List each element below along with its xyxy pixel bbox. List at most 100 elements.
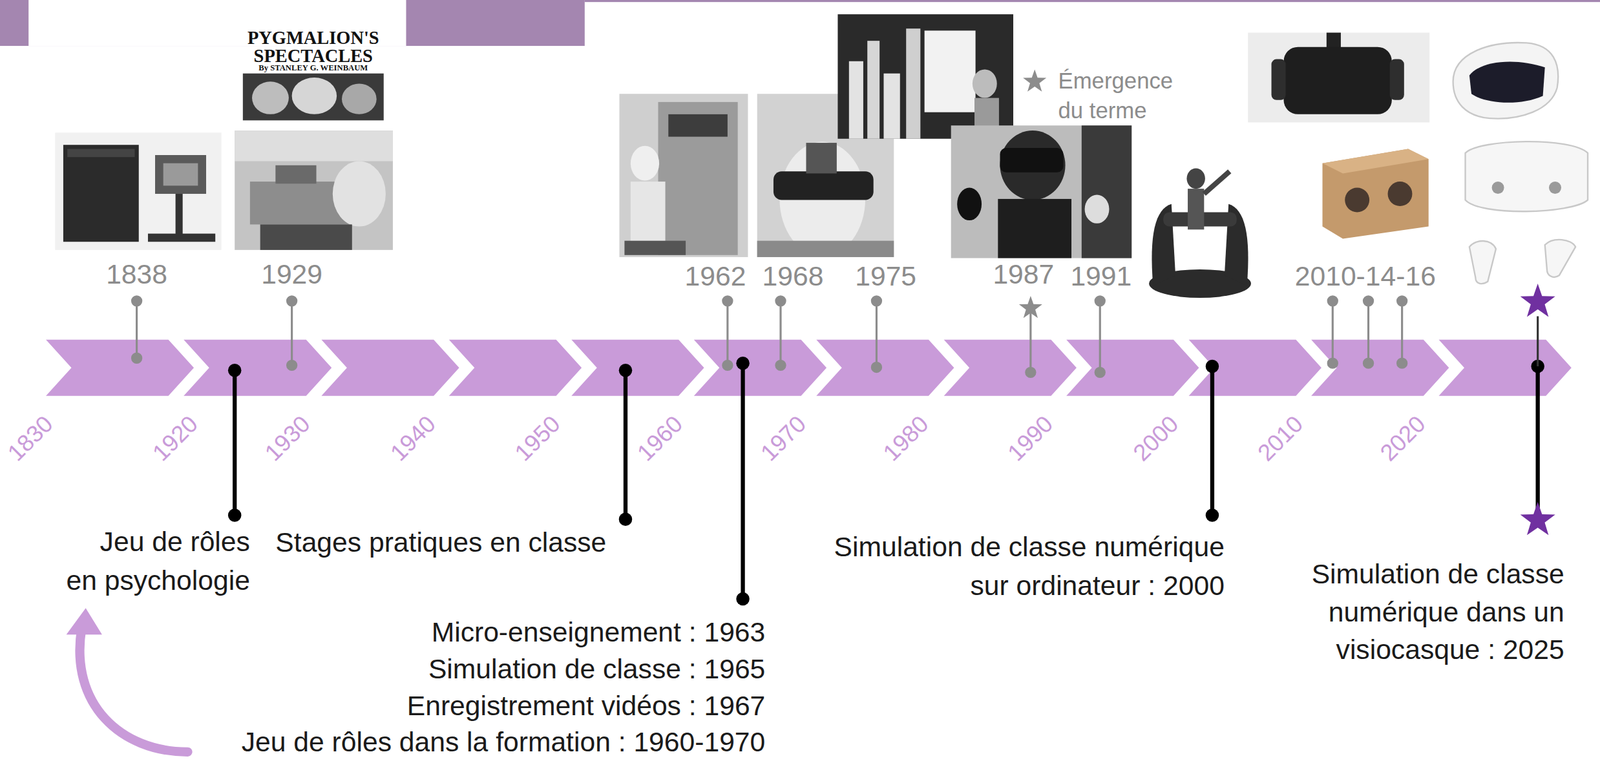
chevron bbox=[45, 339, 194, 397]
year-dot bbox=[131, 353, 141, 363]
milestone-dot bbox=[619, 363, 633, 378]
year-dot bbox=[287, 360, 297, 370]
year-dot bbox=[1397, 296, 1407, 306]
year-markers bbox=[131, 296, 1407, 378]
year-dot bbox=[776, 360, 786, 370]
chevron bbox=[449, 339, 582, 397]
year-dot bbox=[723, 360, 733, 370]
photo-object bbox=[630, 181, 666, 243]
year-label: 1962 bbox=[684, 262, 747, 293]
photo-object bbox=[67, 149, 135, 158]
photo-ground bbox=[951, 125, 1132, 258]
chevron bbox=[1066, 339, 1199, 397]
chevron bbox=[944, 339, 1077, 397]
chevron-band bbox=[45, 339, 1572, 397]
photo-object bbox=[1271, 59, 1286, 101]
year-dot bbox=[1095, 296, 1105, 306]
photo-ground bbox=[54, 132, 222, 251]
photo-object bbox=[1203, 171, 1230, 194]
star-symbol bbox=[1022, 69, 1047, 92]
photo-object bbox=[1389, 59, 1405, 101]
year-tick bbox=[1331, 301, 1334, 364]
cover-title: PYGMALION'S SPECTACLES bbox=[241, 28, 386, 66]
milestone-line bbox=[623, 370, 628, 520]
year-tick bbox=[1029, 308, 1032, 373]
year-dot bbox=[1095, 367, 1105, 377]
axis-year: 2000 bbox=[1128, 410, 1184, 466]
star-symbol bbox=[1520, 283, 1556, 317]
cover-illustration bbox=[292, 77, 337, 115]
star-symbol bbox=[1019, 295, 1043, 318]
milestone-text: Jeu de rôles en psychologie bbox=[62, 523, 251, 601]
curved-arrow bbox=[80, 628, 189, 753]
photo-object bbox=[1453, 42, 1559, 119]
chevron bbox=[571, 339, 704, 397]
photo-object bbox=[997, 199, 1072, 259]
year-label: 1968 bbox=[762, 262, 824, 293]
milestone-line bbox=[1536, 366, 1540, 511]
photo-object bbox=[155, 155, 207, 194]
axis-year: 1950 bbox=[509, 410, 565, 466]
year-label: 1991 bbox=[1070, 262, 1132, 293]
photo-object bbox=[260, 224, 353, 250]
milestone-dot bbox=[228, 508, 242, 523]
chevron bbox=[694, 339, 827, 397]
year-label: 1929 bbox=[261, 260, 323, 291]
photo-ground bbox=[1247, 32, 1430, 123]
milestone-text: Simulation de classe numérique dans un v… bbox=[1288, 556, 1564, 670]
year-tick bbox=[726, 301, 729, 366]
year-dot bbox=[1397, 358, 1407, 368]
photo-object bbox=[999, 147, 1064, 173]
photo-object bbox=[1492, 181, 1505, 194]
photo-object bbox=[658, 102, 738, 256]
photo-object bbox=[1322, 149, 1429, 174]
cardboard-viewer bbox=[1322, 149, 1429, 240]
year-label: 2010-14-16 bbox=[1294, 262, 1436, 293]
photo-object bbox=[1084, 195, 1110, 224]
cover-illustration bbox=[341, 83, 377, 114]
milestone-dot bbox=[736, 592, 750, 607]
photo-object bbox=[234, 130, 393, 161]
photo-object bbox=[624, 241, 686, 256]
photo-ground bbox=[837, 14, 1014, 139]
axis-year: 1980 bbox=[878, 410, 934, 466]
cover-illustration bbox=[252, 81, 289, 115]
axis-year: 2020 bbox=[1375, 410, 1431, 466]
photo-object bbox=[849, 61, 864, 139]
photo-object bbox=[1081, 125, 1132, 258]
photo-object bbox=[957, 188, 982, 222]
milestone-line bbox=[232, 370, 237, 516]
year-dot bbox=[1327, 358, 1337, 368]
milestone-dot bbox=[228, 363, 242, 378]
photo-object bbox=[757, 241, 895, 258]
year-dot bbox=[1327, 296, 1337, 306]
year-dot bbox=[287, 296, 297, 306]
quest3-headset bbox=[1465, 141, 1588, 284]
top-rule bbox=[584, 0, 1600, 2]
milestone-text: Simulation de classe numérique sur ordin… bbox=[816, 528, 1225, 606]
milestone-line bbox=[1210, 366, 1215, 516]
year-dot bbox=[1363, 358, 1373, 368]
axis-year: 1940 bbox=[385, 410, 441, 466]
year-dot bbox=[1026, 367, 1036, 377]
photo-object bbox=[163, 163, 199, 187]
year-dot bbox=[723, 296, 733, 306]
stereoscope-photo bbox=[54, 132, 222, 251]
axis-year: 1930 bbox=[260, 410, 316, 466]
year-label: 1838 bbox=[105, 260, 168, 291]
photo-object bbox=[1322, 149, 1429, 240]
photo-object bbox=[332, 160, 386, 227]
videoplace-photo bbox=[837, 14, 1014, 139]
photo-object bbox=[630, 146, 660, 181]
photo-object bbox=[1186, 168, 1205, 190]
chevron bbox=[1189, 339, 1322, 397]
chevron bbox=[1439, 339, 1572, 397]
photo-object bbox=[1465, 141, 1588, 212]
year-dot bbox=[1363, 296, 1373, 306]
chevron bbox=[183, 339, 332, 397]
axis-year: 1990 bbox=[1002, 410, 1058, 466]
milestone-line bbox=[1536, 316, 1539, 367]
photo-object bbox=[1469, 61, 1546, 103]
milestone-dot bbox=[619, 512, 633, 527]
